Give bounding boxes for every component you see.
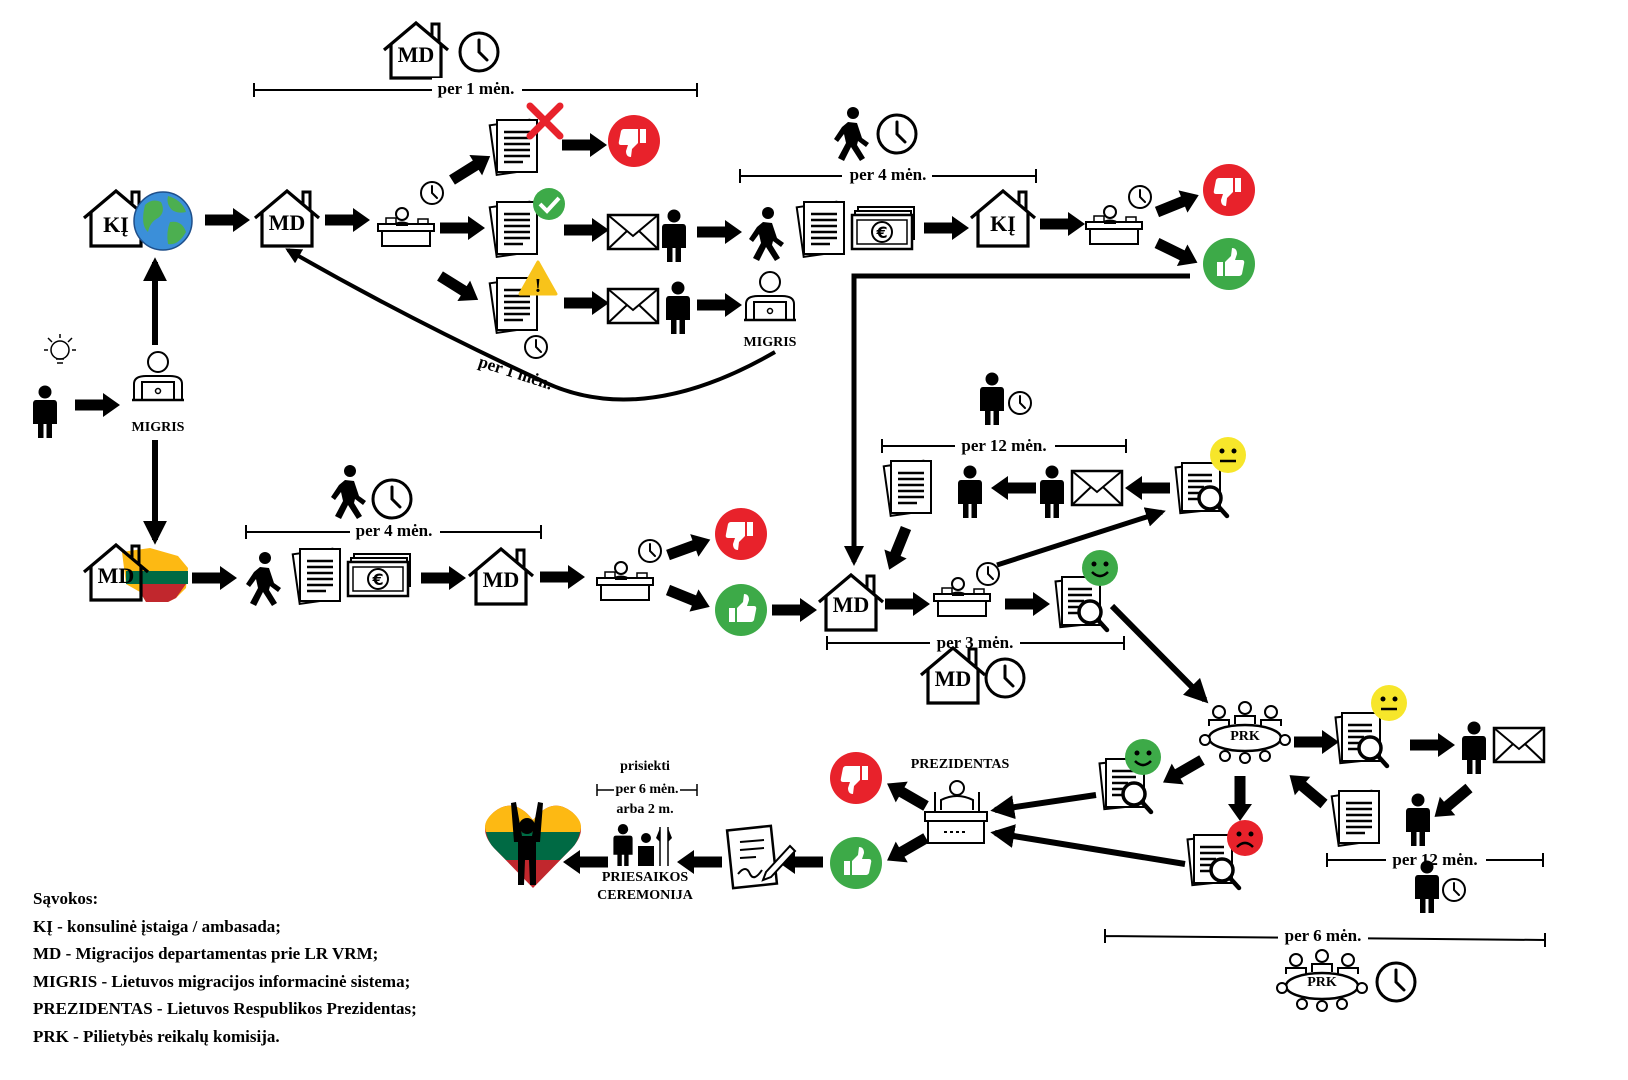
signing-document-icon xyxy=(725,824,797,890)
svg-text:per 1 mėn.: per 1 mėn. xyxy=(438,79,515,98)
prk-timer-bottom: PRK xyxy=(1275,948,1417,1013)
documents-rejected xyxy=(488,102,564,177)
documents-warning: ! xyxy=(488,260,558,359)
migris-laptop-left: MIGRIS xyxy=(130,350,186,435)
reject-thumbs-down-icon xyxy=(1203,164,1255,216)
approve-thumbs-up-icon xyxy=(1203,238,1255,290)
legend-item-prezidentas: PREZIDENTAS - Lietuvos Respublikos Prezi… xyxy=(33,999,417,1018)
mid-md-timer: MD xyxy=(919,646,1026,705)
svg-text:MD: MD xyxy=(269,210,306,235)
officer-desk-right xyxy=(1085,185,1152,245)
svg-text:per 6 mėn.: per 6 mėn. xyxy=(615,782,678,797)
documents-icon xyxy=(291,547,342,606)
migris-laptop-top: MIGRIS xyxy=(742,270,798,350)
svg-text:MD: MD xyxy=(833,592,870,617)
walking-person-icon xyxy=(246,552,281,606)
md-department-top: MD xyxy=(253,189,321,248)
timeline-per-1-men-top: per 1 mėn. xyxy=(253,78,698,98)
legend-item-md: MD - Migracijos departamentas prie LR VR… xyxy=(33,944,379,963)
md-lithuania: MD xyxy=(82,543,188,602)
svg-text:PREZIDENTAS: PREZIDENTAS xyxy=(911,757,1010,772)
globe-icon xyxy=(133,191,193,251)
document-review-neutral-top xyxy=(1176,435,1248,516)
officer-desk-top xyxy=(377,181,444,247)
svg-text:arba 2 m.: arba 2 m. xyxy=(616,802,673,817)
svg-text:MD: MD xyxy=(398,42,435,67)
walking-person-icon xyxy=(749,207,784,261)
envelope-icon xyxy=(1492,726,1546,764)
person-icon xyxy=(662,209,686,262)
money-euro-icon xyxy=(850,205,916,251)
svg-text:per 12 mėn.: per 12 mėn. xyxy=(961,436,1046,455)
svg-text:KĮ: KĮ xyxy=(103,212,129,237)
ki-embassy-right: KĮ xyxy=(969,189,1037,248)
legend-item-prk: PRK - Pilietybės reikalų komisija. xyxy=(33,1026,280,1046)
svg-text:per 3 mėn.: per 3 mėn. xyxy=(937,633,1014,652)
document-review-negative-prk xyxy=(1188,818,1265,888)
svg-text:per 1 mėn.: per 1 mėn. xyxy=(476,352,555,394)
envelope-icon xyxy=(606,287,660,325)
approve-thumbs-up-icon xyxy=(715,584,767,636)
documents-approved xyxy=(488,188,565,259)
documents-icon xyxy=(882,459,933,518)
timeline-per-4-men-top: per 4 mėn. xyxy=(739,164,1037,184)
ki-embassy-globe: KĮ xyxy=(82,189,193,251)
envelope-icon xyxy=(1070,469,1124,507)
svg-text:CEREMONIJA: CEREMONIJA xyxy=(597,888,694,903)
documents-icon xyxy=(1330,789,1381,848)
money-euro-icon xyxy=(346,552,412,598)
timeline-per-12-men-mid: per 12 mėn. xyxy=(881,435,1127,455)
reject-thumbs-down-icon xyxy=(608,115,660,167)
prk-commission: PRK xyxy=(1198,700,1292,765)
reject-thumbs-down-icon xyxy=(715,508,767,560)
svg-text:MIGRIS: MIGRIS xyxy=(744,335,797,350)
person-icon xyxy=(958,465,982,518)
applicant-idea xyxy=(33,334,76,438)
svg-text:per 12 mėn.: per 12 mėn. xyxy=(1392,850,1477,869)
reject-thumbs-down-icon xyxy=(830,752,882,804)
lithuanian-heart-citizen xyxy=(485,802,581,888)
svg-text:PRK: PRK xyxy=(1307,975,1337,990)
top-md-timer: MD xyxy=(382,21,500,80)
mid-walk-timer xyxy=(331,465,413,520)
svg-text:prisiekti: prisiekti xyxy=(620,759,670,774)
timeline-per-12-men-prk: per 12 mėn. xyxy=(1326,849,1544,869)
officer-desk-mid xyxy=(596,539,662,601)
svg-text:MD: MD xyxy=(935,666,972,691)
timeline-per-4-men-mid: per 4 mėn. xyxy=(245,520,542,540)
envelope-icon xyxy=(606,213,660,251)
svg-text:PRIESAIKOS: PRIESAIKOS xyxy=(602,870,689,885)
documents-icon xyxy=(795,200,846,259)
person-icon xyxy=(1462,721,1486,774)
document-review-neutral-prk xyxy=(1336,683,1409,766)
person-icon xyxy=(1040,465,1064,518)
svg-text:per 4 mėn.: per 4 mėn. xyxy=(850,165,927,184)
legend: Sąvokos: KĮ - konsulinė įstaiga / ambasa… xyxy=(33,885,553,1050)
svg-text:per 4 mėn.: per 4 mėn. xyxy=(356,521,433,540)
document-review-positive-prk xyxy=(1100,737,1163,812)
approve-thumbs-up-icon xyxy=(830,837,882,889)
officer-desk-center xyxy=(933,562,1000,617)
md-department-center: MD xyxy=(817,573,885,632)
svg-text:!: ! xyxy=(535,275,542,297)
document-review-happy xyxy=(1056,548,1120,630)
svg-text:MD: MD xyxy=(98,563,135,588)
svg-text:PRK: PRK xyxy=(1230,729,1260,744)
mid-person-timer xyxy=(980,372,1032,425)
legend-title: Sąvokos: xyxy=(33,889,99,908)
top-walk-timer xyxy=(834,107,918,161)
svg-text:per 6 mėn.: per 6 mėn. xyxy=(1285,926,1362,945)
svg-text:MIGRIS: MIGRIS xyxy=(132,420,185,435)
svg-text:MD: MD xyxy=(483,567,520,592)
president-desk: PREZIDENTAS xyxy=(911,757,1010,844)
person-icon xyxy=(666,281,690,334)
oath-ceremony: prisiekti per 6 mėn. arba 2 m. PRIESAIKO… xyxy=(596,759,698,903)
legend-item-ki: KĮ - konsulinė įstaiga / ambasada; xyxy=(33,916,281,936)
svg-text:KĮ: KĮ xyxy=(990,211,1016,236)
person-icon xyxy=(1406,793,1430,846)
timeline-per-6-men: per 6 mėn. xyxy=(1104,925,1546,947)
md-department-mid: MD xyxy=(467,547,535,606)
legend-item-migris: MIGRIS - Lietuvos migracijos informacinė… xyxy=(33,971,411,991)
